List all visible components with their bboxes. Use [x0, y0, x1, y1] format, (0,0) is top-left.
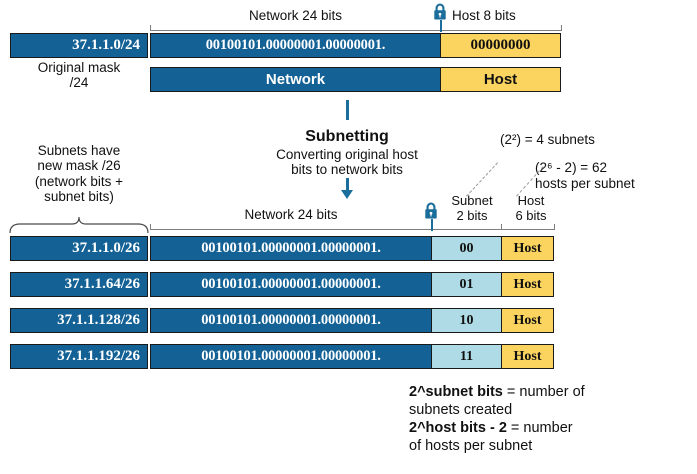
subnet-host-label: Host: [513, 240, 542, 256]
original-binary-network-box: 00100101.00000001.00000001.: [150, 33, 441, 58]
subnet-binary-network-text: 00100101.00000001.00000001.: [201, 312, 381, 328]
subnet-ip-label: 37.1.1.128/26: [57, 312, 140, 328]
subnet-binary-network-box: 00100101.00000001.00000001.: [150, 308, 432, 333]
network-bits-dimension-line-top: [150, 30, 441, 31]
subnet-bits-box: 01: [431, 272, 502, 297]
subnet-host-box: Host: [501, 272, 554, 297]
callout-hosts-per-subnet: (2⁶ - 2) = 62 hosts per subnet: [535, 160, 635, 191]
subnet-host-label: Host: [513, 276, 542, 292]
formula-host-bold: 2^host bits - 2: [409, 420, 507, 437]
subnet-bits-dimension-line: [431, 229, 502, 230]
network-bits-label-top: Network 24 bits: [248, 8, 343, 23]
formula-line-3: 2^host bits - 2 = number: [409, 419, 697, 437]
host-bits-label-top: Host 8 bits: [452, 8, 516, 23]
original-host-bar: Host: [440, 67, 561, 92]
subnet-bits-box: 11: [431, 344, 502, 369]
network-bits-dimension-line-bottom: [150, 229, 432, 230]
subnet-mask-note: Subnets have new mask /26 (network bits …: [34, 143, 124, 204]
original-binary-host-box: 00000000: [440, 33, 561, 58]
dimension-tick-left-bottom: [150, 224, 151, 230]
subnet-ip-label-box: 37.1.1.192/26: [10, 344, 148, 369]
subnet-binary-network-box: 00100101.00000001.00000001.: [150, 236, 432, 261]
host-bits-dimension-line-top: [440, 30, 562, 31]
subnet-bits-box: 00: [431, 236, 502, 261]
subnet-bits-value: 00: [459, 240, 474, 256]
lock-icon: [429, 1, 451, 23]
original-ip-label: 37.1.1.0/24: [72, 37, 140, 53]
lock-drop-tick-bottom: [431, 219, 433, 231]
original-network-bar: Network: [150, 67, 441, 92]
subnet-binary-network-box: 00100101.00000001.00000001.: [150, 272, 432, 297]
subnetting-arrow-stem-upper: [346, 100, 349, 120]
original-host-bar-label: Host: [483, 71, 518, 88]
original-binary-host-text: 00000000: [470, 37, 531, 53]
subnet-binary-network-text: 00100101.00000001.00000001.: [201, 348, 381, 364]
network-bits-label-bottom: Network 24 bits: [244, 207, 338, 222]
formula-subnet-bold: 2^subnet bits: [409, 384, 503, 400]
subnet-binary-network-box: 00100101.00000001.00000001.: [150, 344, 432, 369]
subnet-ip-label: 37.1.1.64/26: [64, 276, 140, 292]
subnetting-arrow-stem-lower: [346, 178, 349, 191]
subnet-host-box: Host: [501, 344, 554, 369]
original-mask-note: Original mask /24: [37, 60, 121, 91]
original-ip-label-box: 37.1.1.0/24: [10, 33, 148, 58]
subnet-bits-value: 01: [459, 276, 474, 292]
lock-drop-tick-top: [440, 20, 442, 32]
subnet-host-label: Host: [513, 348, 542, 364]
subnet-ip-label: 37.1.1.192/26: [57, 348, 140, 364]
subnetting-description: Converting original host bits to network…: [276, 147, 418, 178]
lock-icon: [420, 200, 442, 222]
subnet-bits-box: 10: [431, 308, 502, 333]
original-binary-network-text: 00100101.00000001.00000001.: [205, 37, 386, 53]
subnet-ip-label-box: 37.1.1.64/26: [10, 272, 148, 297]
dimension-tick-left-top: [150, 25, 151, 31]
subnet-bits-value: 11: [459, 348, 474, 364]
subnet-ip-label-box: 37.1.1.0/26: [10, 236, 148, 261]
dimension-tick-mid2-bottom: [501, 224, 502, 230]
subnet-group-brace: [8, 216, 150, 234]
formula-line-4: of hosts per subnet: [409, 438, 533, 455]
dimension-tick-right-bottom: [554, 224, 555, 230]
callout-subnets-count: (2²) = 4 subnets: [500, 132, 595, 147]
subnet-ip-label-box: 37.1.1.128/26: [10, 308, 148, 333]
formula-line-1: 2^subnet bits = number of: [409, 383, 697, 401]
subnet-bits-label: Subnet 2 bits: [451, 193, 493, 223]
formula-block: 2^subnet bits = number of subnets create…: [409, 383, 697, 456]
host-bits-label-bottom: Host 6 bits: [515, 193, 547, 223]
formula-host-rest: = number: [506, 420, 573, 437]
subnet-binary-network-text: 00100101.00000001.00000001.: [201, 276, 381, 292]
subnet-host-label: Host: [513, 312, 542, 328]
formula-subnet-rest: = number of: [502, 384, 585, 400]
subnet-host-box: Host: [501, 308, 554, 333]
original-network-bar-label: Network: [265, 71, 326, 88]
subnetting-heading: Subnetting: [305, 128, 389, 145]
subnet-binary-network-text: 00100101.00000001.00000001.: [201, 240, 381, 256]
subnetting-arrow-head: [341, 190, 353, 199]
subnet-bits-value: 10: [459, 312, 474, 328]
subnet-ip-label: 37.1.1.0/26: [72, 240, 140, 256]
leader-line-subnets: [466, 162, 499, 197]
host-bits-dimension-line-bottom: [501, 229, 555, 230]
formula-line-2: subnets created: [409, 402, 513, 419]
subnet-host-box: Host: [501, 236, 554, 261]
dimension-tick-right-top: [561, 25, 562, 31]
